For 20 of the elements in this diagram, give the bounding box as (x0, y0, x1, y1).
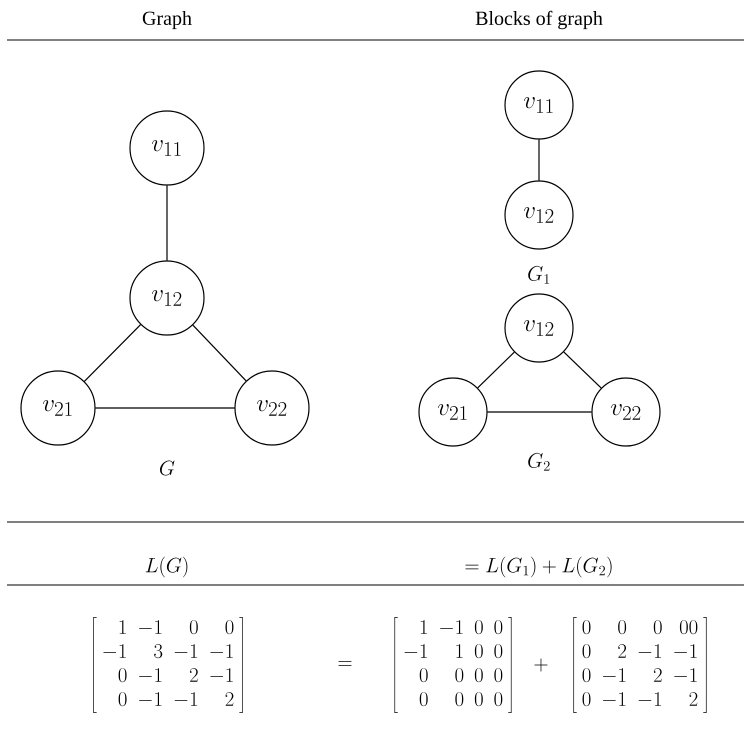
column-header: Blocks of graph (476, 10, 603, 30)
edge-line (477, 352, 515, 388)
matrix: $\left[\begin{array}{rrrr} 1 & -1 & 0 & 0 \\ -1 & 1 & 0 & 0 \\ 0 & 0 & 0 & 0 \\ 0 & 0 & 0 & 0 \end{array}\right]$ (394, 617, 512, 713)
edge-line (538, 140, 540, 180)
graph-caption: $G_1$ (528, 266, 550, 284)
edge-line (488, 411, 592, 413)
edge-line (166, 186, 168, 260)
edge-line (192, 324, 246, 382)
column-header: $L(G)$ (146, 556, 188, 578)
graph-caption: $G$ (160, 460, 174, 476)
graph-caption: $G_2$ (528, 452, 550, 471)
plus-sign: $+$ (534, 658, 548, 672)
matrix: $\left[\begin{array}{rrrr} 0 & 0 & 0 & 00 \\ 0 & 2 & -1 & -1 \\ 0 & -1 & 2 & -1 \\ 0 & -1 & -1 & 2 \end{array}\right]$ (573, 617, 707, 713)
edge-line (84, 324, 141, 382)
equals-sign: $=$ (338, 661, 352, 666)
matrix: $\left[\begin{array}{rrrr} 1 & -1 & 0 & 0 \\ -1 & 3 & -1 & -1 \\ 0 & -1 & 2 & -1 \\ 0 & -1 & -1 & 2 \end{array}\right]$ (93, 617, 243, 713)
edge-line (563, 352, 602, 388)
column-header: $=L(G_1) + L(G_2)$ (465, 556, 612, 578)
column-header: Graph (142, 10, 192, 30)
edge-line (96, 407, 234, 409)
